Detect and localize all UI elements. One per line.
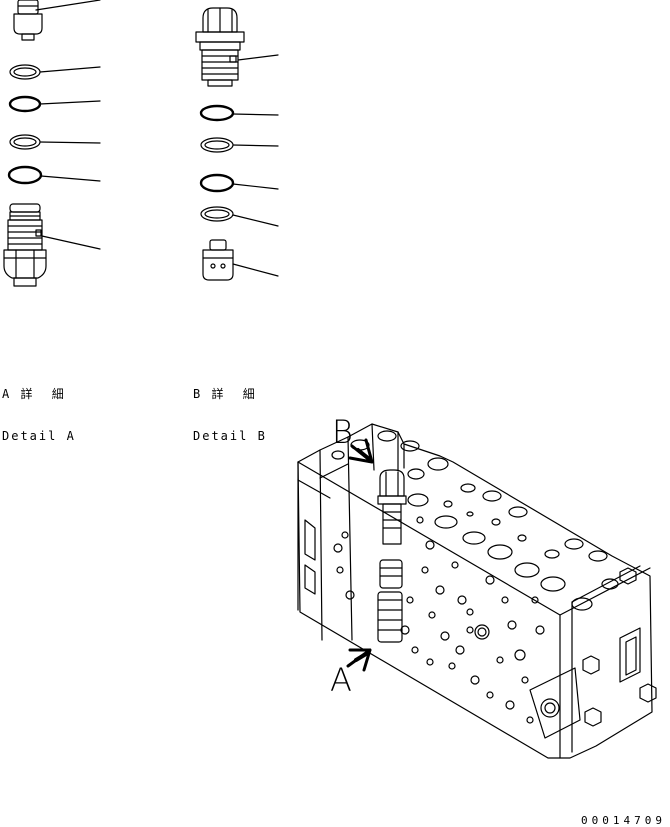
view-label-a: A <box>330 661 352 699</box>
view-arrow-a <box>348 650 370 670</box>
ring-part <box>10 65 100 79</box>
bolt-heads <box>583 568 656 726</box>
valve-cartridge-part <box>4 204 100 286</box>
view-arrow-b <box>350 440 372 462</box>
detail-a-letter: A <box>2 387 12 401</box>
detail-a-caption: A 詳 細 Detail A <box>2 359 76 457</box>
ring-part <box>201 138 278 152</box>
view-label-b: B <box>332 413 353 451</box>
installed-valve-stack <box>378 470 406 642</box>
o-ring-part <box>9 167 100 183</box>
detail-a-parts <box>4 0 100 286</box>
o-ring-part <box>201 106 278 120</box>
o-ring-part <box>10 97 100 111</box>
plug-part <box>14 0 100 40</box>
detail-b-caption: B 詳 細 Detail B <box>193 359 267 457</box>
detail-b-letter: B <box>193 387 203 401</box>
side-face-holes <box>334 517 544 723</box>
o-ring-part <box>201 175 278 191</box>
ring-part <box>201 207 278 226</box>
drawing-code: 00014709 <box>581 814 666 827</box>
detail-b-parts <box>196 8 278 280</box>
detail-a-en: Detail A <box>2 429 76 443</box>
spool-part <box>203 240 278 280</box>
control-valve-assembly <box>298 424 652 758</box>
port-holes <box>332 431 618 610</box>
valve-part <box>196 8 278 86</box>
detail-b-jp: 詳 細 <box>211 387 261 401</box>
ring-part <box>10 135 100 149</box>
detail-a-jp: 詳 細 <box>20 387 70 401</box>
detail-b-en: Detail B <box>193 429 267 443</box>
